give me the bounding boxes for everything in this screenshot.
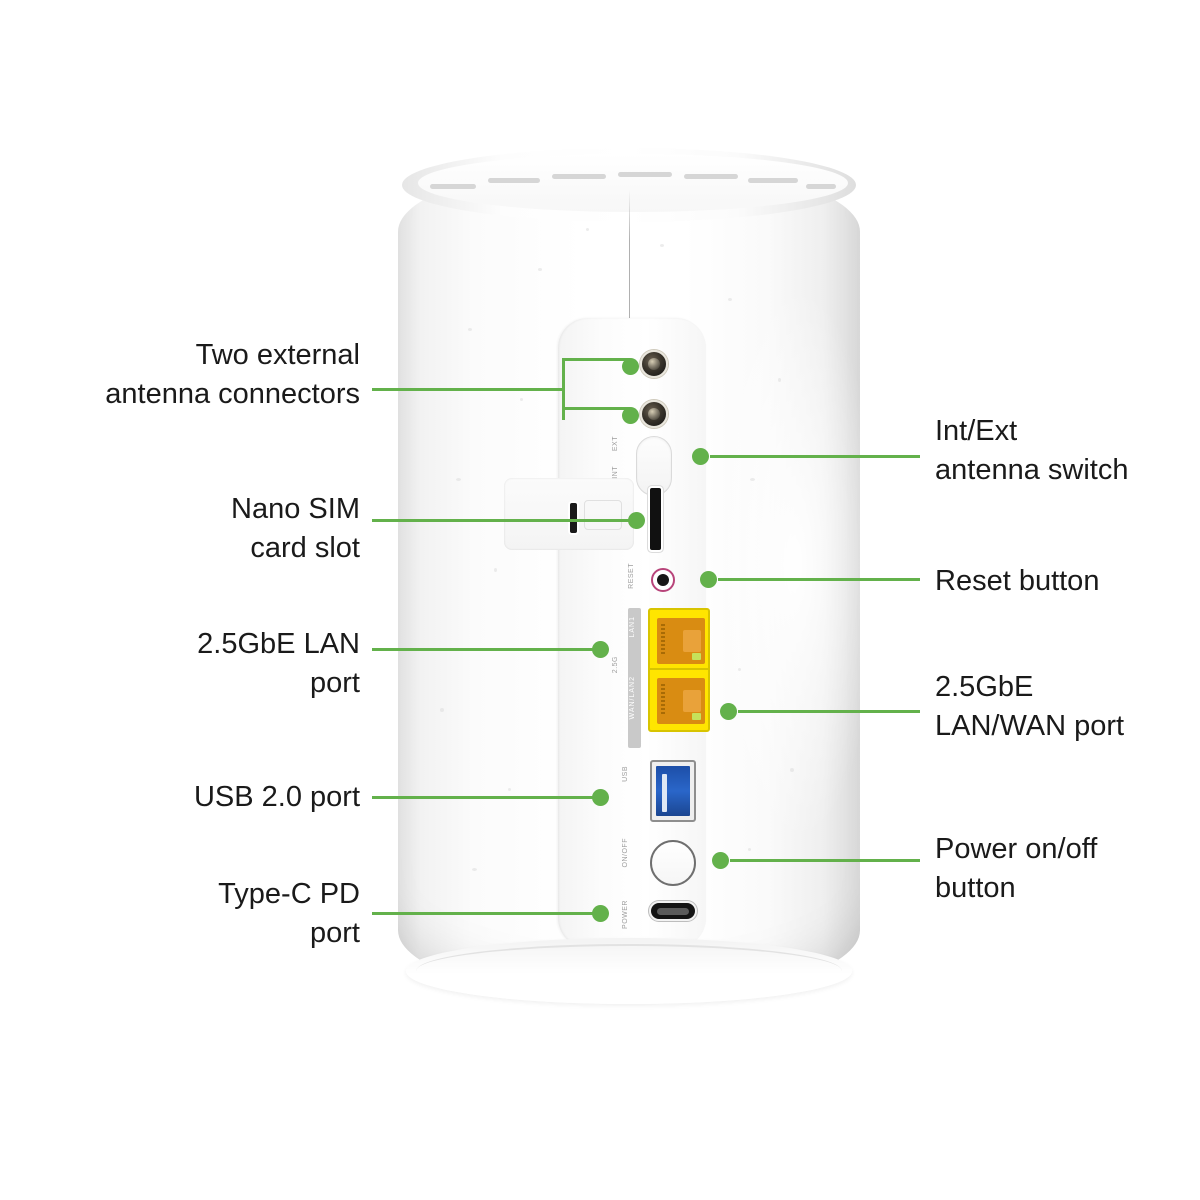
lead-reset-button	[718, 578, 920, 581]
callout-antenna-connectors: Two external antenna connectors	[105, 339, 360, 410]
dot-reset-button	[700, 571, 717, 588]
router-top-cap-inner	[418, 154, 848, 212]
callout-nano-sim: Nano SIM card slot	[231, 493, 360, 564]
nano-sim-card-slot[interactable]	[650, 488, 661, 550]
callout-reset-button: Reset button	[935, 565, 1100, 597]
router-top-cap	[402, 148, 856, 222]
lead-antenna-switch	[710, 455, 920, 458]
dot-typec-port	[592, 905, 609, 922]
callout-lan-port: 2.5GbE LAN port	[197, 628, 360, 699]
silk-wan-lan2: WAN/LAN2	[629, 676, 636, 720]
lead-antenna-connectors-top	[562, 358, 630, 361]
sim-eject-pinhole[interactable]	[570, 503, 577, 533]
dot-power-button	[712, 852, 729, 869]
dot-antenna-connector-2	[622, 407, 639, 424]
dot-usb-port	[592, 789, 609, 806]
antenna-connector-2[interactable]	[640, 400, 668, 428]
callout-usb-port: USB 2.0 port	[193, 781, 360, 813]
dot-antenna-switch	[692, 448, 709, 465]
int-ext-antenna-switch[interactable]	[636, 436, 672, 496]
lead-power-button	[730, 859, 920, 862]
sim-tray-outline	[584, 500, 622, 530]
silk-switch-int: INT	[612, 466, 619, 479]
dot-antenna-connector-1	[622, 358, 639, 375]
lan1-port[interactable]	[650, 610, 708, 670]
callout-power-button: Power on/off button	[935, 833, 1098, 904]
reset-button[interactable]	[651, 568, 675, 592]
silk-power: POWER	[622, 900, 629, 929]
callout-lan-wan-port: 2.5GbE LAN/WAN port	[935, 671, 1125, 742]
router-base-ring	[416, 944, 842, 998]
lead-antenna-connectors	[372, 388, 564, 391]
lead-nano-sim	[372, 519, 636, 522]
dot-lan-wan-port	[720, 703, 737, 720]
lead-antenna-connectors-bot	[562, 407, 630, 410]
sim-tray-recess	[504, 478, 634, 550]
callout-typec-port: Type-C PD port	[218, 878, 360, 949]
dot-lan-port	[592, 641, 609, 658]
ventilation-slots	[426, 170, 836, 196]
silk-speed: 2.5G	[612, 656, 619, 674]
silk-onoff: ON/OFF	[622, 838, 629, 868]
antenna-connector-1[interactable]	[640, 350, 668, 378]
ethernet-port-stack	[648, 608, 710, 732]
power-on-off-button[interactable]	[650, 840, 696, 886]
silk-switch-ext: EXT	[612, 436, 619, 452]
wan-lan2-port[interactable]	[650, 670, 708, 730]
silk-lan1: LAN1	[629, 616, 636, 638]
lead-typec-port	[372, 912, 598, 915]
silk-usb: USB	[622, 766, 629, 782]
lead-lan-port	[372, 648, 598, 651]
silk-reset: RESET	[628, 563, 635, 589]
lead-usb-port	[372, 796, 598, 799]
ethernet-label-bar	[628, 608, 641, 748]
type-c-pd-port[interactable]	[649, 901, 697, 921]
dot-nano-sim	[628, 512, 645, 529]
usb-2-port[interactable]	[650, 760, 696, 822]
callout-antenna-switch: Int/Ext antenna switch	[935, 415, 1129, 486]
router-device: EXT INT RESET LAN1 WAN/LAN2 2.5G USB ON/…	[398, 148, 860, 1008]
lead-antenna-connectors-vert	[562, 358, 565, 420]
lead-lan-wan-port	[738, 710, 920, 713]
